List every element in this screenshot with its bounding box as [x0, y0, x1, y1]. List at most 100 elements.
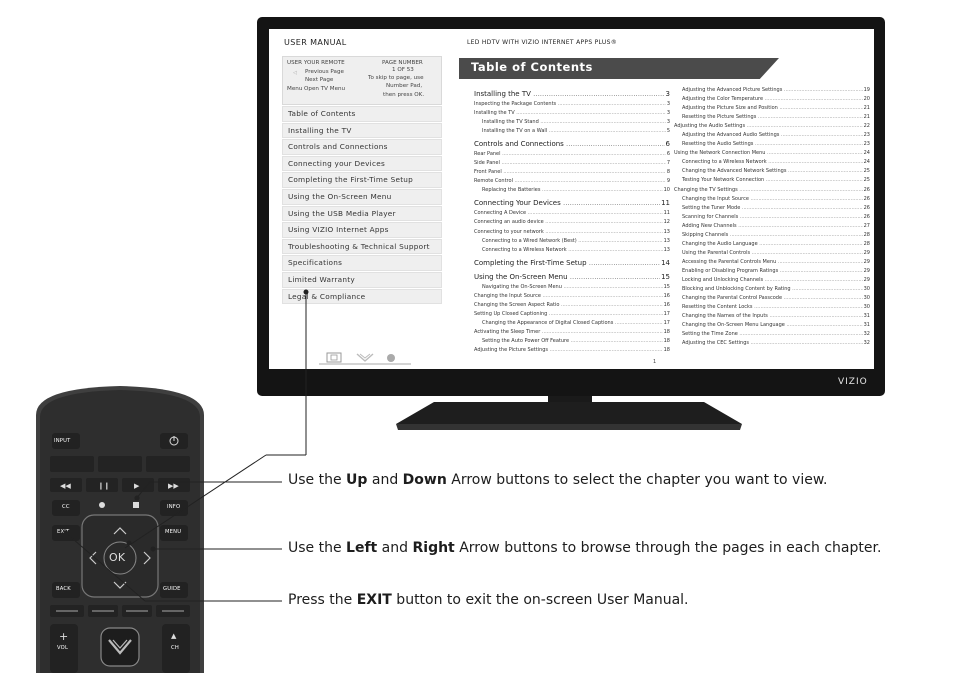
toc-entry[interactable]: Adjusting the Picture Size and Position … [674, 104, 870, 114]
toc-entry[interactable]: Adding New Channels ....................… [674, 221, 870, 231]
home-dot-icon [387, 354, 395, 362]
toc-entry[interactable]: Installing the TV ......................… [474, 109, 670, 119]
callout-text: Arrow buttons to select the chapter you … [446, 472, 828, 488]
toc-entry[interactable]: Connecting to a Wireless Network .......… [474, 245, 670, 255]
ok-button[interactable] [103, 541, 137, 575]
toc-entry[interactable]: Inspecting the Package Contents ........… [474, 100, 670, 110]
toc-entry[interactable]: Connecting to a Wired Network (Best) ...… [474, 236, 670, 246]
chapter-item[interactable]: Connecting your Devices [282, 155, 442, 172]
toc-entry[interactable]: Adjusting the Advanced Audio Settings ..… [674, 131, 870, 141]
volume-rocker[interactable] [50, 624, 78, 673]
toc-entry[interactable]: Changing the On-Screen Menu Language ...… [674, 321, 870, 331]
toc-leader-dots: ........................................… [527, 210, 670, 217]
toc-entry[interactable]: Connecting A Device ....................… [474, 209, 670, 219]
chapter-item[interactable]: Using the USB Media Player [282, 205, 442, 222]
toc-entry[interactable]: Front Panel ............................… [474, 168, 670, 178]
chapter-item[interactable]: Controls and Connections [282, 139, 442, 155]
toc-entry[interactable]: Locking and Unlocking Channels .........… [674, 275, 870, 286]
toc-leader-dots: ........................................… [757, 114, 870, 121]
toc-entry[interactable]: Changing the Parental Control Passcode .… [674, 294, 870, 304]
toc-entry[interactable]: Changing the Advanced Network Settings .… [674, 167, 870, 177]
chapter-item[interactable]: Limited Warranty [282, 271, 442, 288]
toc-entry[interactable]: Changing the Audio Language ............… [674, 239, 870, 249]
toc-entry[interactable]: Replacing the Batteries ................… [474, 186, 670, 196]
toc-entry[interactable]: Connecting Your Devices ................… [474, 195, 670, 210]
toc-entry[interactable]: Using the On-Screen Menu ...............… [474, 268, 670, 283]
toc-entry[interactable]: Changing the Screen Aspect Ratio .......… [474, 300, 670, 310]
toc-entry[interactable]: Changing the Input Source ..............… [674, 194, 870, 204]
toc-entry[interactable]: Skipping Channels ......................… [674, 230, 870, 240]
toc-entry[interactable]: Remote Control .........................… [474, 177, 670, 187]
chapter-item[interactable]: Troubleshooting & Technical Support [282, 238, 442, 255]
toc-entry[interactable]: Side Panel .............................… [474, 159, 670, 169]
toc-entry[interactable]: Connecting to your network .............… [474, 227, 670, 237]
toc-entry[interactable]: Adjusting the CEC Settings .............… [674, 339, 870, 349]
media-button[interactable] [98, 456, 142, 472]
toc-entry-title: Changing the TV Settings [674, 186, 738, 193]
toc-entry[interactable]: Resetting the Audio Settings ...........… [674, 140, 870, 150]
toc-entry[interactable]: Connecting an audio device .............… [474, 218, 670, 228]
media-button[interactable] [50, 456, 94, 472]
cc-button[interactable] [52, 500, 80, 516]
channel-rocker[interactable] [162, 624, 190, 673]
chapter-item[interactable]: Completing the First-Time Setup [282, 172, 442, 188]
chapter-item[interactable]: Legal & Compliance [282, 288, 442, 305]
toc-entry[interactable]: Rear Panel .............................… [474, 150, 670, 160]
toc-entry[interactable]: Setting the Auto Power Off Feature .....… [474, 336, 670, 346]
toc-entry[interactable]: Scanning for Channels ..................… [674, 212, 870, 222]
toc-entry[interactable]: Changing the Appearance of Digital Close… [474, 318, 670, 328]
toc-entry-page: 26 [862, 203, 870, 213]
pause-button[interactable] [86, 478, 118, 492]
toc-entry[interactable]: Adjusting the Advanced Picture Settings … [674, 86, 870, 96]
toc-entry[interactable]: Installing the TV Stand ................… [474, 118, 670, 128]
toc-entry[interactable]: Changing the TV Settings ...............… [674, 185, 870, 195]
toc-entry[interactable]: Testing Your Network Connection ........… [674, 176, 870, 186]
toc-entry[interactable]: Navigating the On-Screen Menu ..........… [474, 282, 670, 292]
toc-leader-dots: ........................................… [739, 186, 870, 193]
toc-entry-title: Adjusting the Color Temperature [682, 96, 764, 103]
menu-button[interactable] [160, 525, 188, 541]
toc-entry[interactable]: Installing the TV ......................… [474, 86, 670, 100]
chapter-item[interactable]: Using VIZIO Internet Apps [282, 222, 442, 238]
toc-entry[interactable]: Setting the Time Zone ..................… [674, 330, 870, 340]
toc-entry-page: 13 [662, 227, 670, 237]
toc-entry[interactable]: Changing the Names of the Inputs .......… [674, 312, 870, 322]
remote-help-box: USER YOUR REMOTE PAGE NUMBER ◁ Previous … [282, 56, 442, 105]
input-button[interactable] [52, 433, 80, 449]
toc-entry-title: Connecting A Device [474, 210, 527, 217]
toc-entry[interactable]: Setting Up Closed Captioning ...........… [474, 309, 670, 319]
toc-entry[interactable]: Resetting the Picture Settings .........… [674, 113, 870, 123]
vizio-v-icon [356, 353, 374, 362]
toc-entry[interactable]: Using the Parental Controls ............… [674, 248, 870, 258]
guide-button[interactable] [160, 582, 188, 598]
toc-entry[interactable]: Changing the Input Source ..............… [474, 291, 670, 301]
media-button[interactable] [146, 456, 190, 472]
toc-leader-dots: ........................................… [769, 313, 870, 320]
back-button[interactable] [52, 582, 80, 598]
tv-stand-base [396, 402, 742, 430]
vizio-button[interactable] [100, 627, 140, 667]
toc-entry[interactable]: Installing the TV on a Wall ............… [474, 127, 670, 137]
toc-entry[interactable]: Setting the Tuner Mode .................… [674, 203, 870, 213]
chapter-item[interactable]: Installing the TV [282, 122, 442, 139]
toc-entry[interactable]: Blocking and Unblocking Content by Ratin… [674, 285, 870, 295]
toc-entry[interactable]: Completing the First-Time Setup ........… [474, 254, 670, 269]
info-button[interactable] [160, 500, 188, 516]
toc-entry[interactable]: Controls and Connections ...............… [474, 136, 670, 151]
toc-entry[interactable]: Enabling or Disabling Program Ratings ..… [674, 266, 870, 276]
chapter-item[interactable]: Table of Contents [282, 106, 442, 122]
toc-entry[interactable]: Adjusting the Audio Settings ...........… [674, 122, 870, 132]
play-button[interactable] [122, 478, 154, 492]
toc-entry[interactable]: Adjusting the Picture Settings .........… [474, 345, 670, 356]
toc-entry[interactable]: Adjusting the Color Temperature ........… [674, 95, 870, 105]
chapter-item[interactable]: Using the On-Screen Menu [282, 188, 442, 205]
chapter-item[interactable]: Specifications [282, 255, 442, 271]
toc-entry[interactable]: Resetting the Content Locks ............… [674, 303, 870, 313]
toc-entry[interactable]: Accessing the Parental Controls Menu ...… [674, 257, 870, 267]
toc-leader-dots: ........................................… [751, 249, 870, 256]
toc-entry[interactable]: Connecting to a Wireless Network .......… [674, 158, 870, 168]
toc-entry[interactable]: Activating the Sleep Timer .............… [474, 327, 670, 337]
toc-entry[interactable]: Using the Network Connection Menu ......… [674, 149, 870, 159]
toc-entry-page: 11 [662, 209, 670, 219]
rewind-button[interactable] [50, 478, 82, 492]
